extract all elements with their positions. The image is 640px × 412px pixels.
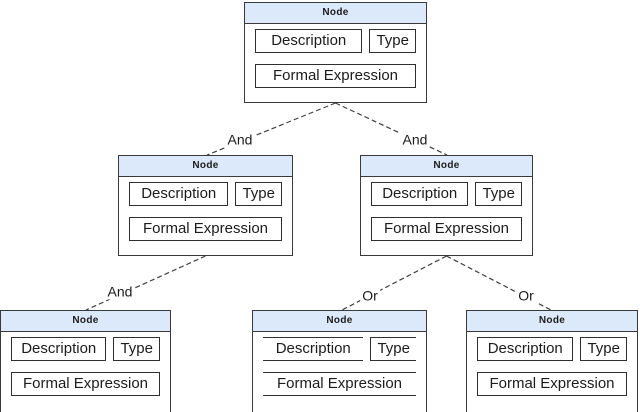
node-mid-right-body: Description Type Formal Expression [361,177,532,257]
type-box: Type [235,182,282,206]
node-mid-right: Node Description Type Formal Expression [360,155,533,256]
node-root-body: Description Type Formal Expression [245,24,426,104]
description-box: Description [263,337,364,361]
description-box: Description [129,182,229,206]
type-box: Type [580,337,627,361]
node-mid-right-row: Description Type [371,182,522,206]
node-bottom-right: Node Description Type Formal Expression [466,310,638,412]
description-box: Description [255,29,363,53]
type-box: Type [370,337,416,361]
node-bottom-left-body: Description Type Formal Expression [1,332,170,412]
edge-label-and-bottom: And [105,283,135,300]
edge-label-and-left: And [225,131,255,148]
formal-expression-box: Formal Expression [263,372,416,396]
formal-expression-box: Formal Expression [255,64,416,88]
type-box: Type [475,182,522,206]
formal-expression-box: Formal Expression [11,372,160,396]
node-bottom-left-row: Description Type [11,337,160,361]
node-root: Node Description Type Formal Expression [244,2,427,103]
formal-expression-box: Formal Expression [477,372,627,396]
node-root-title: Node [245,3,426,24]
description-box: Description [371,182,469,206]
description-box: Description [11,337,107,361]
edge-label-and-right: And [400,131,430,148]
node-bottom-middle-title: Node [253,311,426,332]
node-root-row: Description Type [255,29,416,53]
node-bottom-middle: Node Description Type Formal Expression [252,310,427,412]
node-bottom-right-body: Description Type Formal Expression [467,332,637,412]
node-mid-left: Node Description Type Formal Expression [118,155,293,256]
node-mid-left-row: Description Type [129,182,282,206]
formal-expression-box: Formal Expression [371,217,522,241]
node-mid-left-body: Description Type Formal Expression [119,177,292,257]
description-box: Description [477,337,574,361]
node-mid-left-title: Node [119,156,292,177]
edge-line-top-to-midright [335,102,448,156]
node-bottom-left: Node Description Type Formal Expression [0,310,171,412]
formal-expression-box: Formal Expression [129,217,282,241]
node-bottom-middle-body: Description Type Formal Expression [253,332,426,412]
type-box: Type [369,29,416,53]
edge-line-midright-to-botmid [341,255,447,311]
edge-label-or-right: Or [516,287,536,304]
node-bottom-right-title: Node [467,311,637,332]
node-bottom-left-title: Node [1,311,170,332]
type-box: Type [113,337,160,361]
node-bottom-middle-row: Description Type [263,337,416,361]
node-mid-right-title: Node [361,156,532,177]
edge-label-or-left: Or [360,287,380,304]
edge-line-midleft-to-botleft [85,255,206,311]
node-bottom-right-row: Description Type [477,337,627,361]
